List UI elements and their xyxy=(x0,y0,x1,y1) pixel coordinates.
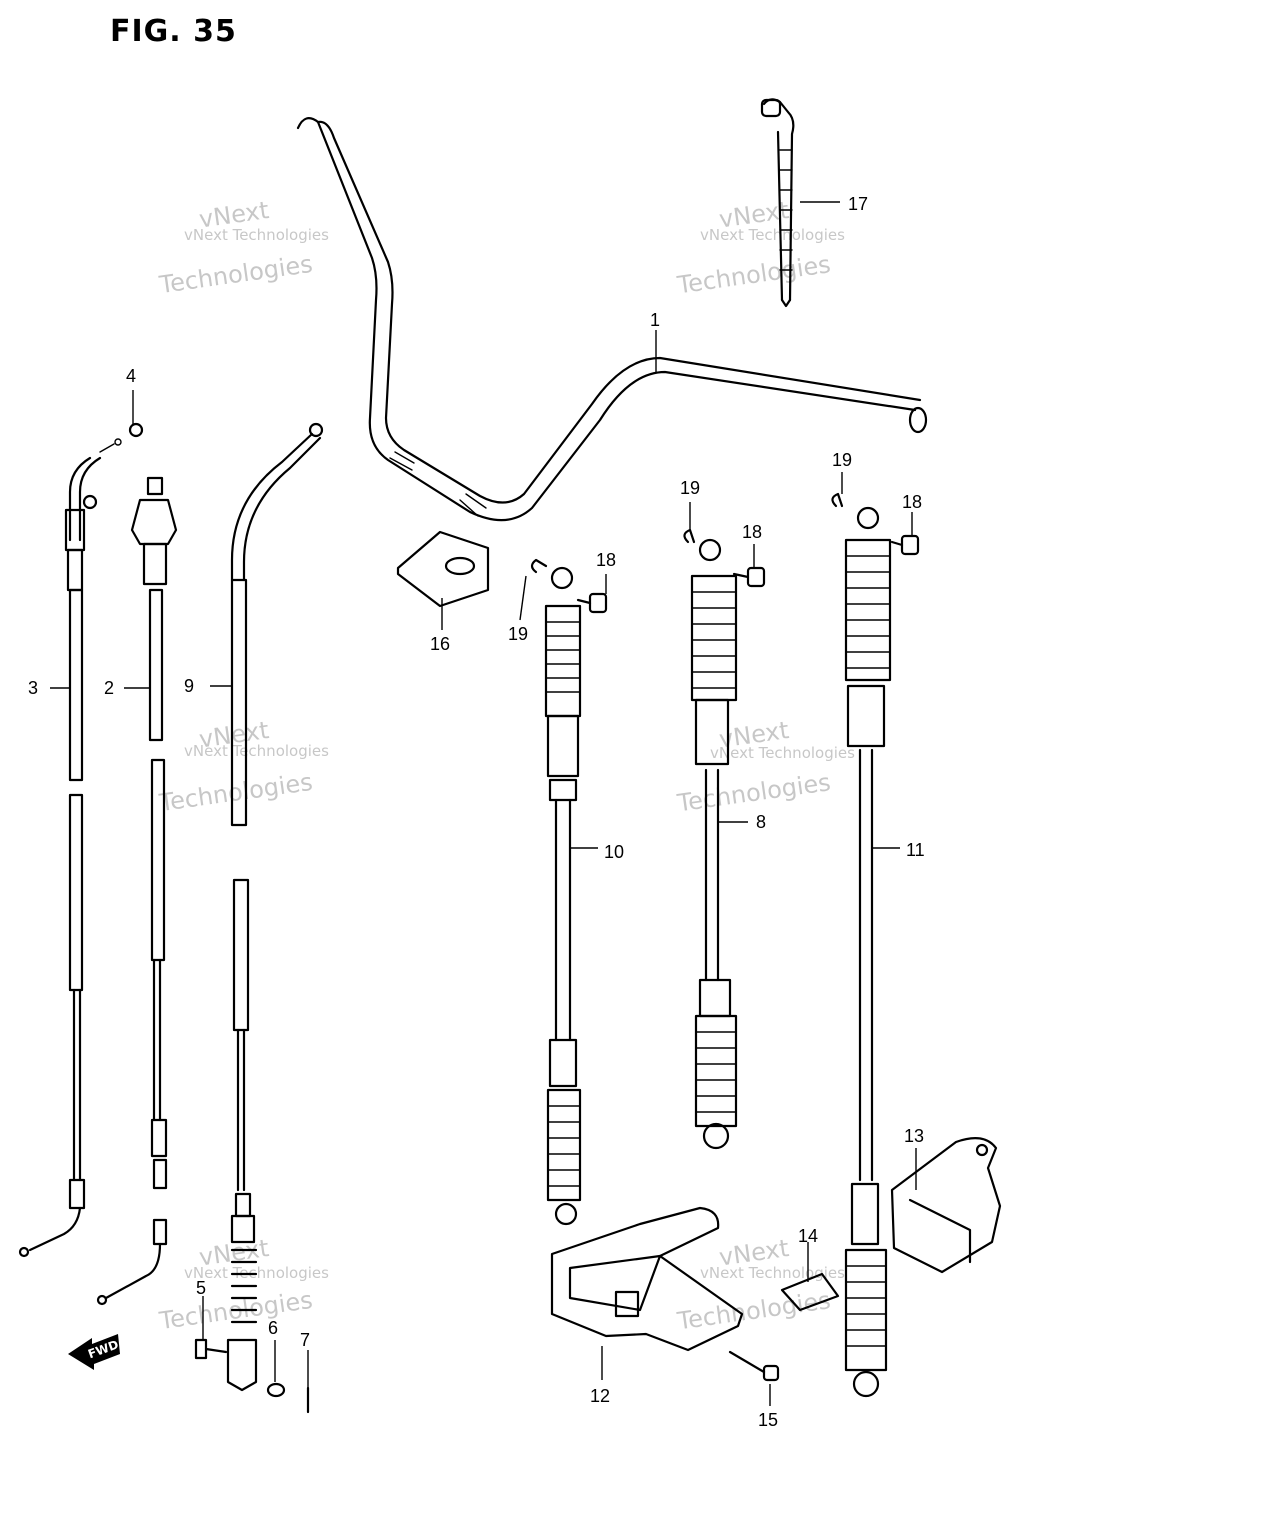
callout-13: 13 xyxy=(904,1126,924,1146)
part-handlebar xyxy=(296,117,928,522)
callout-19a: 19 xyxy=(508,624,528,644)
callout-6: 6 xyxy=(268,1318,278,1338)
svg-text:vNext Technologies: vNext Technologies xyxy=(700,1264,845,1282)
watermark-top-right: vNext vNext Technologies Technologies xyxy=(675,196,845,299)
part-19-clip-b xyxy=(683,528,696,544)
svg-text:Technologies: Technologies xyxy=(675,1286,833,1335)
callout-5: 5 xyxy=(196,1278,206,1298)
part-17-rod xyxy=(760,98,795,308)
part-18-bolt-a xyxy=(576,592,608,614)
part-13-bracket xyxy=(890,1137,1002,1274)
part-11-cable xyxy=(844,506,892,1398)
svg-text:vNext Technologies: vNext Technologies xyxy=(700,226,845,244)
fwd-arrow-icon: FWD xyxy=(68,1334,120,1370)
part-2-cable xyxy=(96,476,178,1306)
callout-18a: 18 xyxy=(596,550,616,570)
callout-17: 17 xyxy=(848,194,868,214)
svg-text:vNext Technologies: vNext Technologies xyxy=(184,1264,329,1282)
callout-18b: 18 xyxy=(742,522,762,542)
part-12-bracket xyxy=(550,1206,744,1352)
callout-3: 3 xyxy=(28,678,38,698)
svg-text:Technologies: Technologies xyxy=(675,768,833,817)
part-6-washer xyxy=(266,1382,286,1398)
callout-19b: 19 xyxy=(680,478,700,498)
callout-18c: 18 xyxy=(902,492,922,512)
callout-7: 7 xyxy=(300,1330,310,1350)
svg-text:vNext Technologies: vNext Technologies xyxy=(710,744,855,762)
part-16-bracket xyxy=(396,530,490,608)
part-10-cable xyxy=(544,566,582,1226)
part-18-bolt-b xyxy=(732,566,766,588)
figure-title: FIG. 35 xyxy=(110,14,237,49)
svg-text:vNext Technologies: vNext Technologies xyxy=(184,742,329,760)
part-4-screw xyxy=(128,422,144,438)
part-9-cable xyxy=(226,422,324,1392)
watermark-mid-right: vNext vNext Technologies Technologies xyxy=(675,716,855,817)
watermark-mid-left: vNext vNext Technologies Technologies xyxy=(157,716,329,817)
watermark-top-left: vNext vNext Technologies Technologies xyxy=(157,196,329,299)
callout-2: 2 xyxy=(104,678,114,698)
leader-lines xyxy=(50,201,917,1406)
part-18-bolt-c xyxy=(890,534,920,556)
part-8-cable xyxy=(690,538,738,1150)
callout-4: 4 xyxy=(126,366,136,386)
svg-text:Technologies: Technologies xyxy=(157,250,315,299)
part-19-clip-a xyxy=(530,558,548,574)
part-3-cable xyxy=(18,438,122,1258)
svg-text:vNext Technologies: vNext Technologies xyxy=(184,226,329,244)
callout-12: 12 xyxy=(590,1386,610,1406)
svg-text:Technologies: Technologies xyxy=(157,768,315,817)
callout-1: 1 xyxy=(650,310,660,330)
callout-19c: 19 xyxy=(832,450,852,470)
callout-14: 14 xyxy=(798,1226,818,1246)
callout-15: 15 xyxy=(758,1410,778,1430)
callout-16: 16 xyxy=(430,634,450,654)
part-19-clip-c xyxy=(831,492,844,508)
part-5-bolt xyxy=(194,1338,228,1360)
svg-text:Technologies: Technologies xyxy=(675,250,833,299)
callout-8: 8 xyxy=(756,812,766,832)
callout-9: 9 xyxy=(184,676,194,696)
part-15-screw xyxy=(728,1350,780,1382)
callout-11: 11 xyxy=(906,840,925,860)
callout-10: 10 xyxy=(604,842,624,862)
